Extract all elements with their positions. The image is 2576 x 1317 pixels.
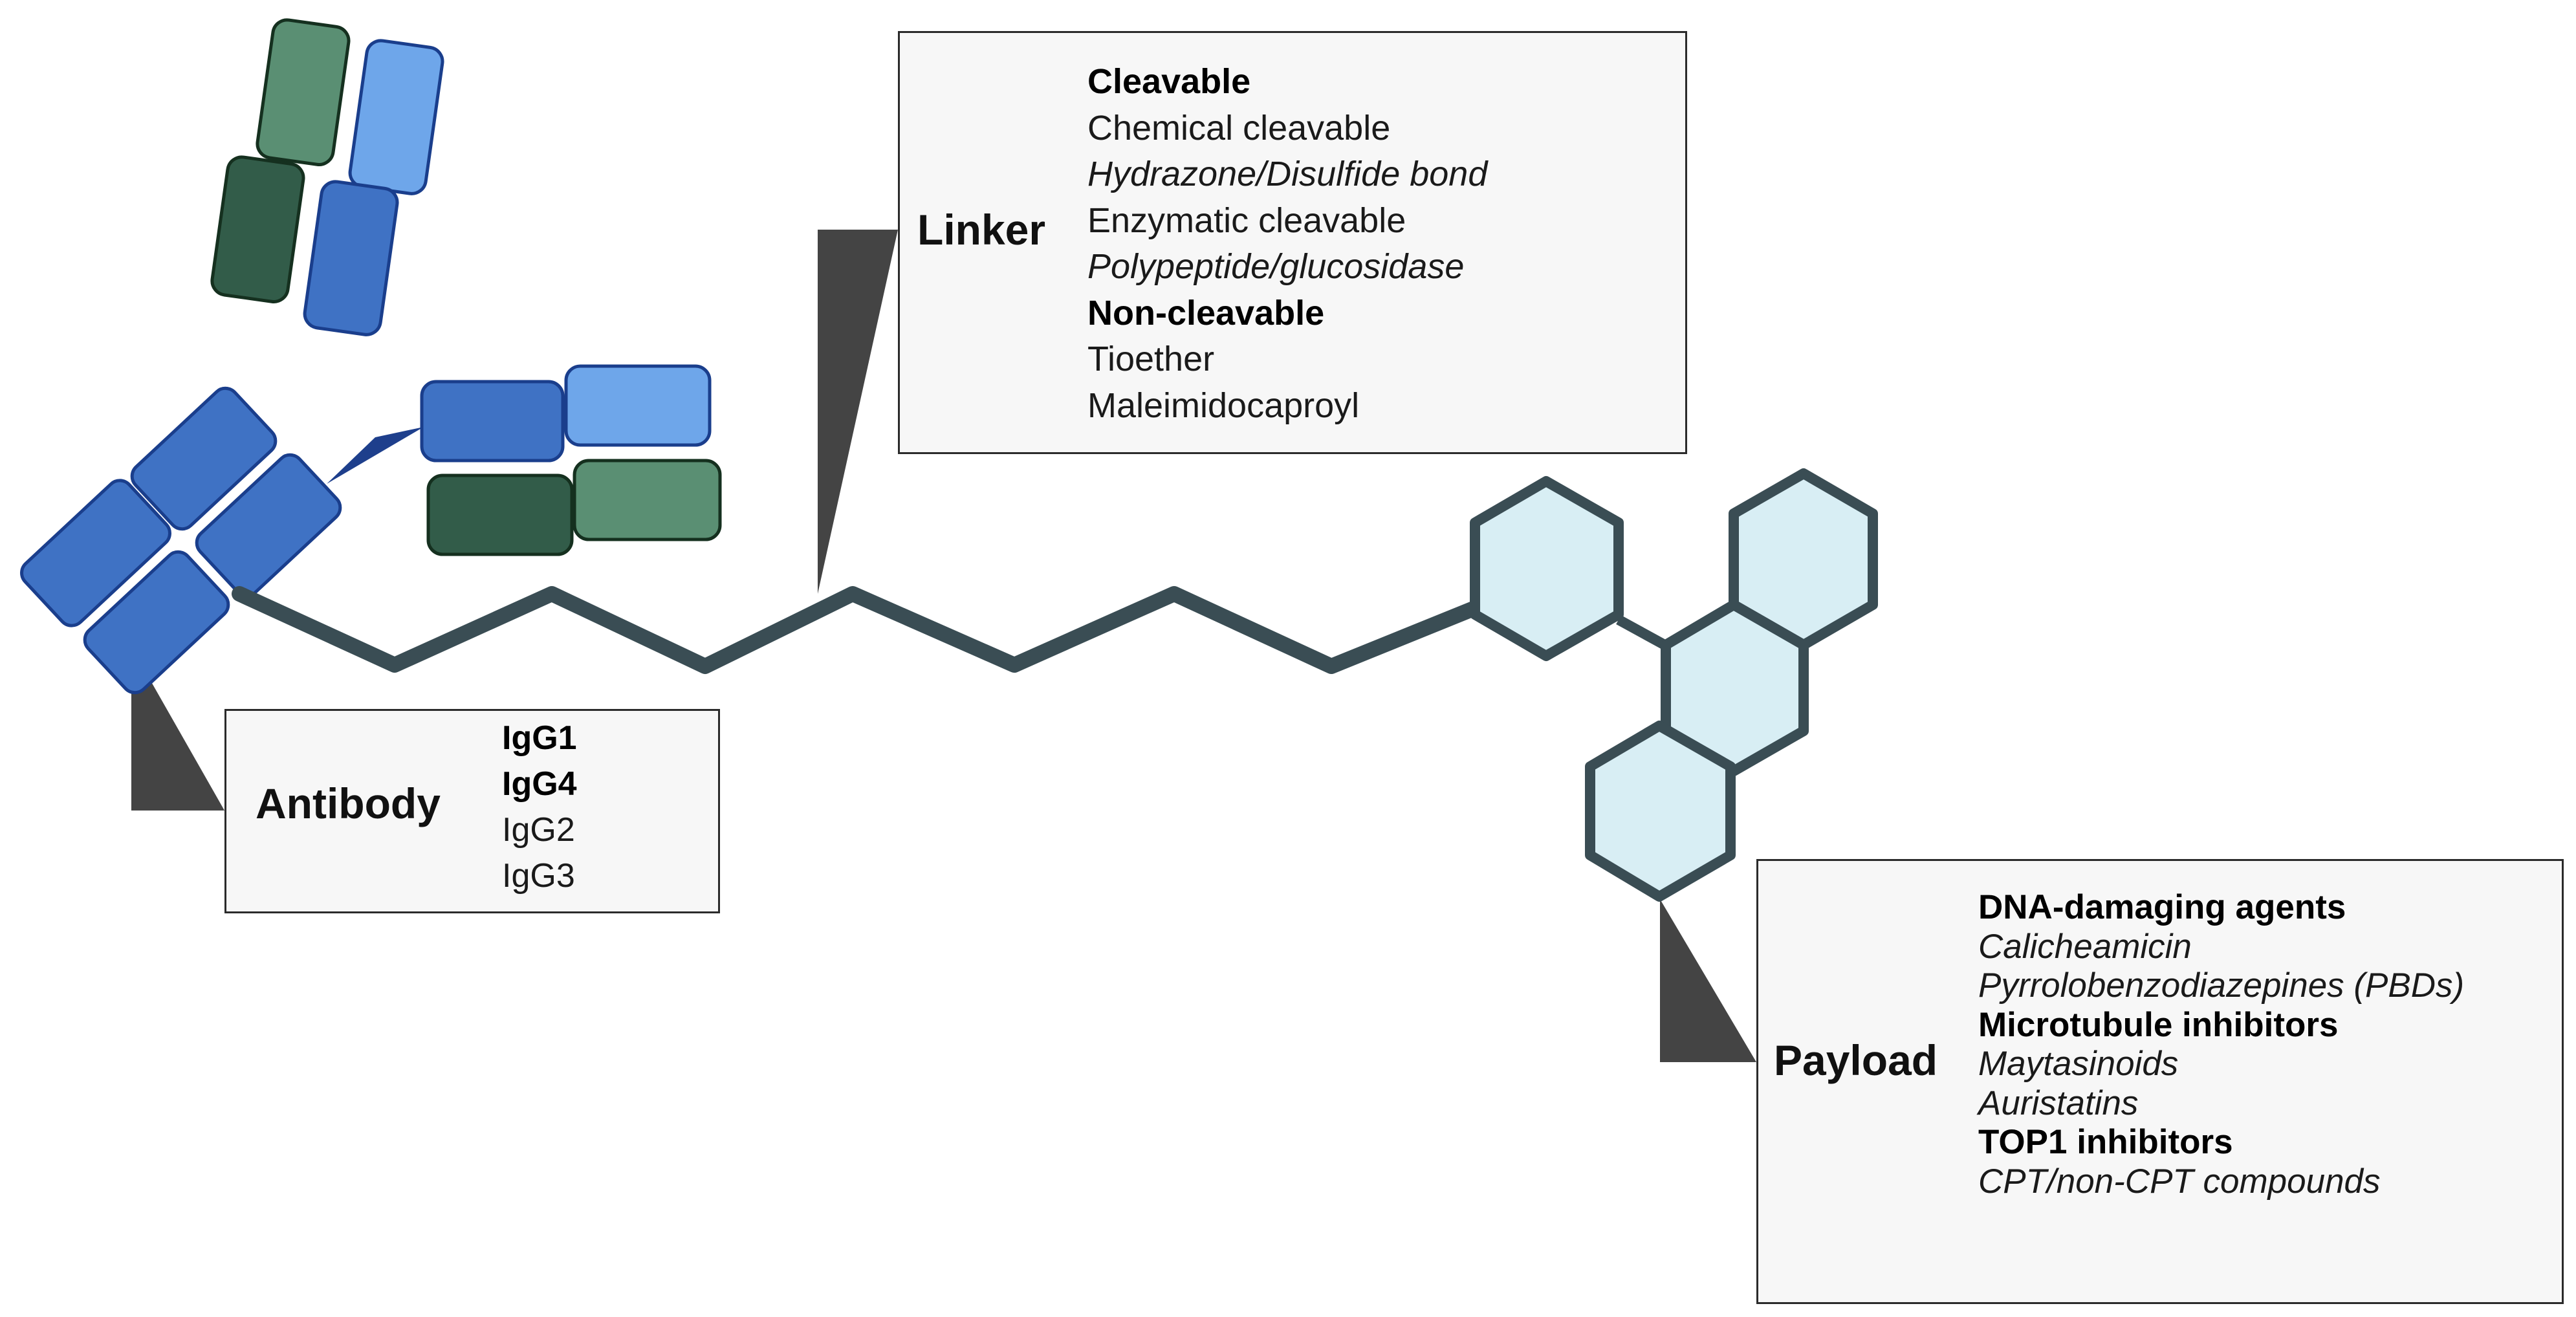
- light-chain-domain: [210, 155, 305, 303]
- fc-region: [20, 386, 342, 695]
- heavy-chain-domain: [20, 479, 171, 627]
- payload-title: Payload: [1774, 1036, 1938, 1084]
- payload-item: CPT/non-CPT compounds: [1978, 1162, 2381, 1201]
- leader-lines: [131, 230, 1756, 1062]
- payload-molecule: [1470, 468, 1878, 902]
- linker-item: Non-cleavable: [1087, 293, 1325, 332]
- light-chain-domain: [573, 459, 722, 541]
- antibody-leader: [131, 647, 224, 811]
- payload-item: Microtubule inhibitors: [1978, 1005, 2339, 1044]
- payload-item: TOP1 inhibitors: [1978, 1123, 2233, 1161]
- linker-item: Maleimidocaproyl: [1087, 386, 1360, 425]
- antibody-item: IgG2: [502, 811, 575, 849]
- heavy-chain-domain: [564, 364, 712, 447]
- antibody-box: Antibody IgG1 IgG4 IgG2 IgG3: [224, 709, 720, 913]
- antibody-item-list: IgG1 IgG4 IgG2 IgG3: [502, 715, 577, 899]
- payload-ring: [1470, 476, 1624, 661]
- linker-item: Polypeptide/glucosidase: [1087, 247, 1465, 286]
- heavy-chain-domain: [130, 386, 278, 531]
- upper-fab: [210, 18, 444, 336]
- antibody-hinge: [256, 310, 424, 484]
- right-fab: [420, 364, 722, 556]
- linker-title: Linker: [917, 206, 1046, 254]
- antibody-item: IgG1: [502, 719, 577, 757]
- linker-chain: [232, 586, 1489, 674]
- linker-item: Enzymatic cleavable: [1087, 201, 1406, 240]
- payload-item: Pyrrolobenzodiazepines (PBDs): [1978, 966, 2465, 1005]
- linker-item-list: Cleavable Chemical cleavable Hydrazone/D…: [1087, 59, 1487, 429]
- linker-item: Cleavable: [1087, 62, 1251, 101]
- antibody-item: IgG4: [502, 765, 577, 803]
- heavy-chain-domain: [303, 180, 399, 336]
- linker-item: Chemical cleavable: [1087, 108, 1391, 147]
- payload-item: DNA-damaging agents: [1978, 888, 2346, 926]
- linker-leader: [818, 230, 898, 594]
- payload-leader: [1660, 899, 1756, 1062]
- payload-bond: [1616, 615, 1668, 651]
- heavy-chain-domain: [195, 453, 342, 598]
- linker-item: Tioether: [1087, 340, 1215, 378]
- linker-item: Hydrazone/Disulfide bond: [1087, 155, 1488, 193]
- light-chain-domain: [426, 473, 574, 556]
- heavy-chain-domain: [348, 39, 444, 195]
- linker-box: Linker Cleavable Chemical cleavable Hydr…: [898, 31, 1687, 454]
- payload-item: Auristatins: [1978, 1083, 2139, 1122]
- light-chain-domain: [256, 18, 351, 166]
- hinge-bar-1: [272, 401, 340, 454]
- antibody-title: Antibody: [256, 779, 441, 827]
- antibody-item: IgG3: [502, 857, 575, 895]
- payload-box: Payload DNA-damaging agents Calicheamici…: [1756, 859, 2564, 1304]
- heavy-chain-domain: [83, 550, 230, 695]
- payload-item: Calicheamicin: [1978, 927, 2192, 966]
- payload-item-list: DNA-damaging agents Calicheamicin Pyrrol…: [1978, 888, 2464, 1201]
- payload-ring: [1585, 721, 1736, 902]
- hinge-right-arm: [327, 427, 424, 484]
- payload-item: Maytasinoids: [1978, 1045, 2179, 1083]
- heavy-chain-domain: [420, 380, 565, 463]
